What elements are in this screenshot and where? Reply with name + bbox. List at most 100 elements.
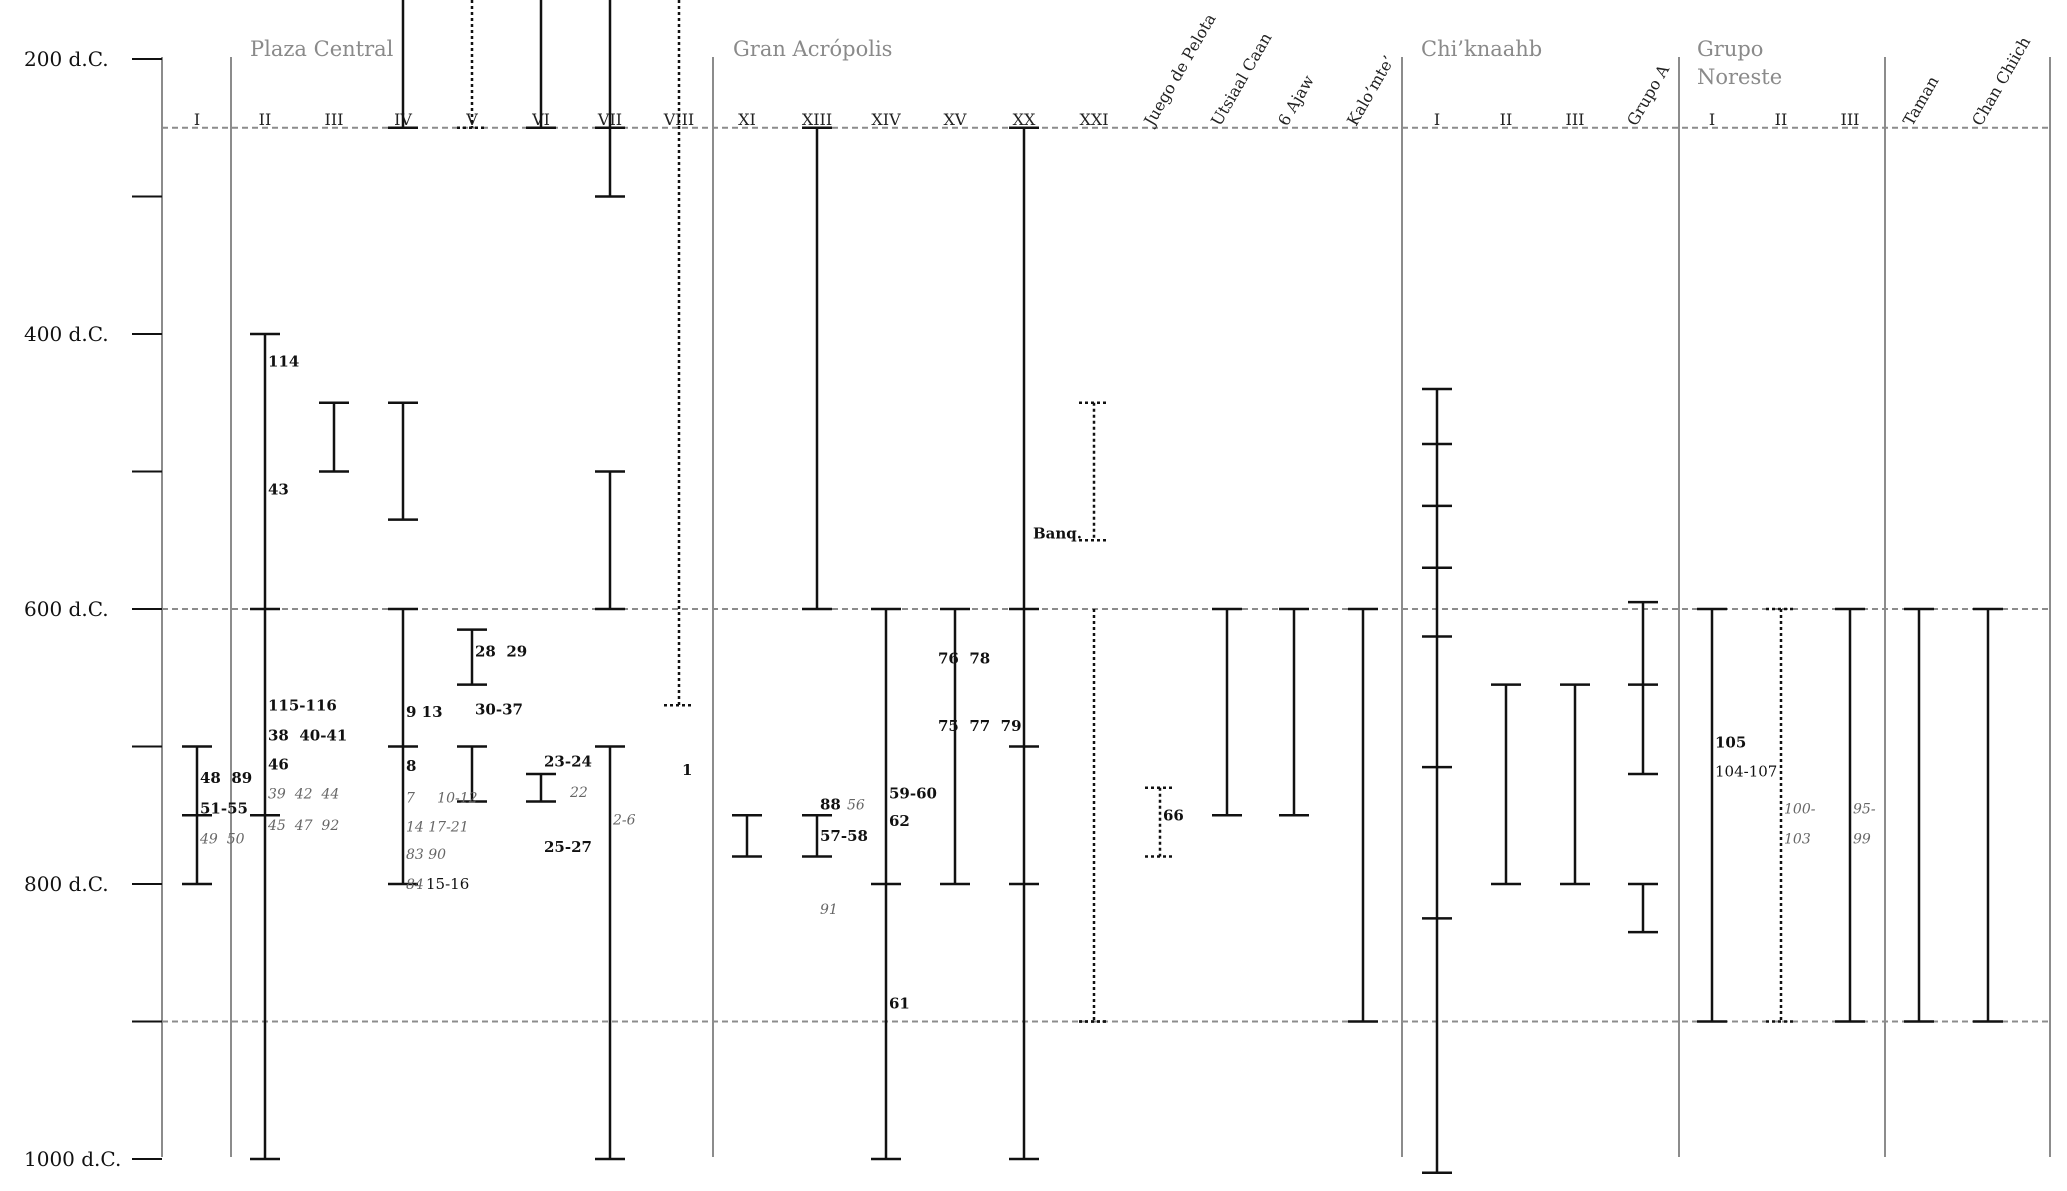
date-range [595, 470, 625, 611]
context-label: 15-16 [426, 875, 469, 893]
context-label: 91 [820, 902, 838, 918]
context-label: 28 29 [475, 643, 527, 661]
context-label: 45 47 92 [267, 818, 339, 834]
context-label: 99 [1853, 832, 1871, 848]
column-header: XIII [802, 110, 832, 129]
column-header: XX [1013, 110, 1036, 129]
date-ranges [182, 0, 2003, 1174]
group-title: Plaza Central [250, 37, 394, 61]
date-range [1491, 683, 1521, 886]
date-range [1422, 387, 1452, 1174]
context-label: 56 [847, 797, 865, 813]
context-label: 49 50 [199, 832, 245, 848]
column-header: 6 Ajaw [1274, 72, 1318, 129]
date-range [1079, 401, 1109, 542]
date-range [940, 607, 970, 886]
date-range [457, 745, 487, 803]
context-label: 114 [268, 353, 299, 371]
context-label: 30-37 [475, 700, 523, 718]
date-range [1348, 607, 1378, 1023]
date-range [388, 607, 418, 886]
axis-label: 400 d.C. [24, 322, 109, 346]
context-label: 43 [268, 480, 289, 498]
date-range [526, 772, 556, 803]
context-label: 14 17-21 [406, 819, 469, 835]
column-header: I [194, 110, 200, 129]
context-label: 103 [1784, 832, 1811, 848]
column-header: Taman [1899, 73, 1942, 129]
date-range [1145, 786, 1175, 858]
context-label: 51-55 [200, 799, 248, 817]
context-label: 66 [1163, 806, 1184, 824]
context-label: 104-107 [1715, 762, 1777, 780]
group-title: Gran Acrópolis [733, 37, 892, 61]
context-label: 22 [569, 785, 588, 801]
context-label: Banq. [1033, 524, 1082, 542]
date-range [319, 401, 349, 473]
date-range [388, 0, 418, 129]
context-label: 9 13 [406, 703, 443, 721]
column-header: Chan Chiich [1968, 33, 2034, 129]
context-label: 57-58 [820, 827, 868, 845]
column-header: XIV [871, 110, 901, 129]
context-label: 2-6 [612, 812, 636, 828]
column-header: I [1434, 110, 1440, 129]
context-label: 7 10-12 [406, 790, 478, 806]
axis-label: 800 d.C. [24, 872, 109, 896]
column-header: Utsiaal Caan [1207, 29, 1276, 129]
grid-layer [161, 57, 2051, 1157]
axis-label: 600 d.C. [24, 597, 109, 621]
time-axis: 400 a.C.200 a.C.1 a.c.200 d.C.400 d.C.60… [24, 47, 162, 1171]
context-label: 115-116 [268, 696, 337, 714]
date-range [664, 0, 694, 707]
date-range [250, 332, 280, 1161]
column-header: XXI [1079, 110, 1108, 129]
context-label: 48 89 [200, 769, 252, 787]
context-label: 46 [268, 755, 289, 773]
context-label: 39 42 44 [268, 786, 339, 802]
context-label: 1 [682, 761, 692, 779]
column-header: Kalo’mte’ [1343, 52, 1398, 129]
column-header: V [465, 110, 478, 129]
date-range [1904, 607, 1934, 1023]
date-range [388, 401, 418, 521]
context-label: 95- [1853, 801, 1876, 817]
context-label: 105 [1715, 733, 1746, 751]
date-range [871, 607, 901, 1161]
date-range [1009, 126, 1039, 1161]
date-range [1212, 607, 1242, 817]
date-range [732, 814, 762, 858]
column-header: VIII [663, 110, 695, 129]
context-label: 84 [406, 877, 424, 893]
context-label: 61 [889, 995, 910, 1013]
date-range [1835, 607, 1865, 1023]
context-label: 62 [889, 812, 910, 830]
context-label: 83 90 [406, 847, 446, 863]
group-title: Chi’knaahb [1421, 37, 1542, 61]
column-header: III [325, 110, 344, 129]
context-label: 100- [1784, 801, 1816, 817]
context-label: 59-60 [889, 784, 937, 802]
group-headers: Plaza Central Gran Acrópolis Chi’knaahb Gru… [250, 37, 1782, 89]
column-header: I [1709, 110, 1715, 129]
date-range [1628, 600, 1658, 776]
context-label: 38 40-41 [268, 727, 347, 745]
column-header: Grupo A [1623, 61, 1673, 129]
date-range [1973, 607, 2003, 1023]
context-label: 75 77 79 [938, 717, 1022, 735]
date-range [595, 745, 625, 1161]
date-range [1697, 607, 1727, 1023]
column-header: Juego de Pelota [1139, 10, 1220, 131]
context-label: 88 [820, 795, 841, 813]
date-range [182, 745, 212, 886]
date-range [526, 0, 556, 129]
date-range [1766, 607, 1796, 1023]
axis-label: 1000 d.C. [24, 1147, 121, 1171]
axis-label: 200 d.C. [24, 47, 109, 71]
context-label: 76 78 [938, 650, 990, 668]
context-label: 25-27 [544, 838, 592, 856]
column-header: XI [738, 110, 756, 129]
date-range [457, 628, 487, 686]
